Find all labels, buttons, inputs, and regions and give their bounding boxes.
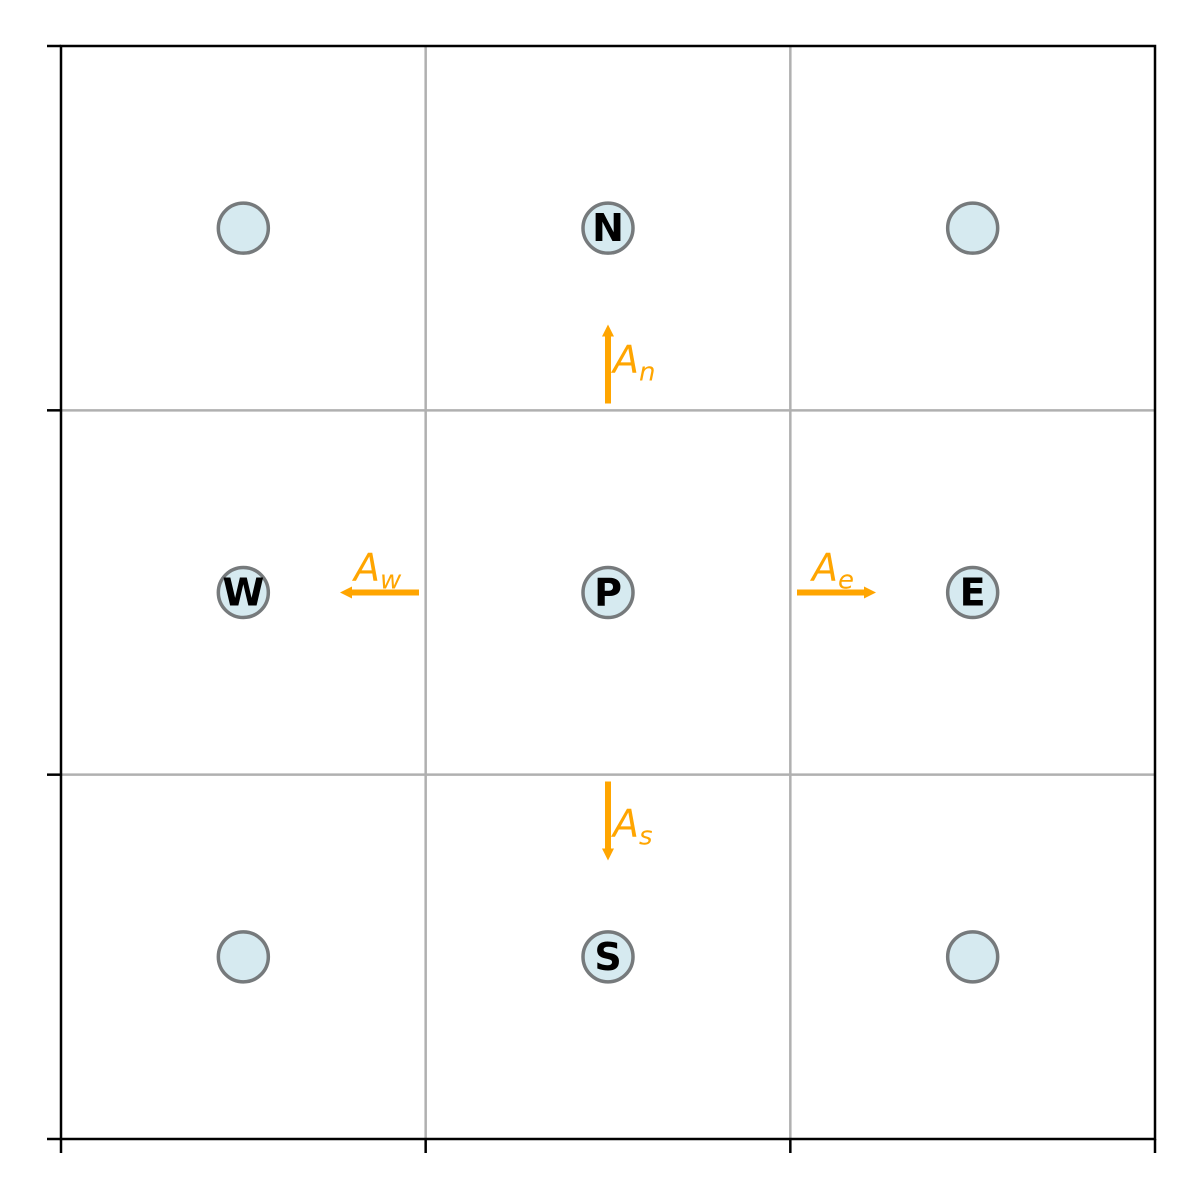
arrow-head [602,848,614,861]
grid-lines [61,46,1155,1139]
cell-nodes: N W P E S [216,201,1000,984]
face-area-subscript: s [639,822,653,852]
arrow-head [602,324,614,337]
arrow-head [864,586,876,599]
plot-border [59,44,1157,1141]
node-marker [216,201,271,255]
face-area-west: Aw [340,546,419,599]
axis-ticks [47,44,1157,1153]
face-area-label-east: Ae [809,546,854,596]
face-area-symbol: A [351,546,380,590]
node-label: N [592,206,624,250]
node-marker [216,930,271,984]
node-n: N [581,201,635,255]
node-label: W [222,571,264,615]
face-area-subscript: e [838,566,854,596]
plot-frame [59,44,1157,1141]
face-area-south: As [602,781,653,861]
node-label: P [594,571,622,615]
node-ne [945,201,1000,255]
face-area-label-west: Aw [351,546,402,596]
node-marker [581,565,635,620]
face-area-symbol: A [809,546,838,590]
node-s: S [581,930,635,984]
node-label: S [594,935,621,979]
face-area-label-north: An [610,338,655,388]
face-area-symbol: A [610,338,639,382]
node-marker [945,930,1000,984]
face-area-symbol: A [610,802,639,846]
arrow-head [340,586,352,599]
node-e: E [945,565,1000,620]
node-marker [945,201,1000,255]
node-sw [216,930,271,984]
node-p: P [581,565,635,620]
node-marker [581,201,635,255]
face-area-subscript: n [639,358,655,388]
face-area-subscript: w [380,566,402,596]
node-marker [216,565,271,620]
face-area-north: An [602,324,655,404]
node-label: E [960,571,986,615]
face-area-east: Ae [797,546,876,599]
face-area-label-south: As [610,802,653,852]
node-nw [216,201,271,255]
node-marker [945,565,1000,620]
node-se [945,930,1000,984]
node-marker [581,930,635,984]
node-w: W [216,565,271,620]
